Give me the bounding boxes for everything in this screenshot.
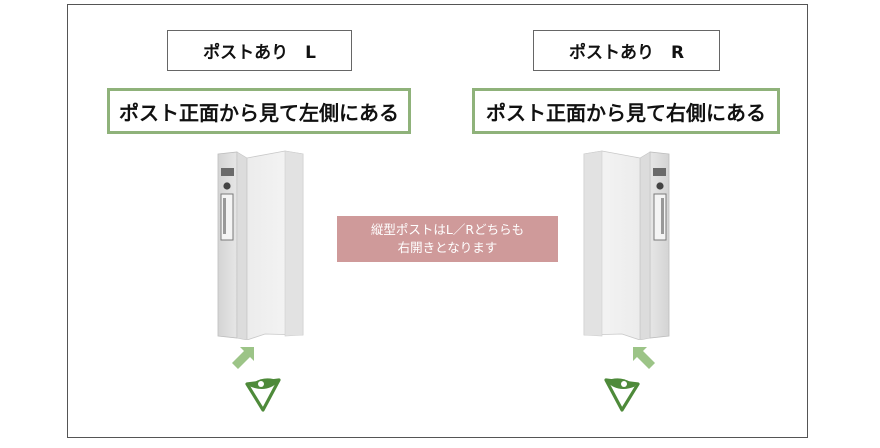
- up-right-arrow-icon: [232, 347, 254, 369]
- note-line-1: 縦型ポストはL／Rどちらも: [370, 222, 525, 237]
- eye-icon: [245, 378, 281, 412]
- left-subtitle-box: ポスト正面から見て左側にある: [107, 88, 411, 134]
- note-box: 縦型ポストはL／Rどちらも 右開きとなります: [337, 216, 558, 262]
- eye-icon: [604, 378, 640, 412]
- diagram-frame: [67, 4, 808, 438]
- left-title-box: ポストあり L: [167, 30, 352, 71]
- right-subtitle-box: ポスト正面から見て右側にある: [472, 88, 780, 134]
- left-title: ポストあり L: [203, 43, 316, 63]
- right-title: ポストあり R: [568, 43, 685, 63]
- right-subtitle: ポスト正面から見て右側にある: [486, 100, 766, 125]
- left-post-illustration: [217, 150, 304, 340]
- right-title-box: ポストあり R: [533, 30, 720, 71]
- right-post-illustration: [583, 150, 670, 340]
- up-left-arrow-icon: [633, 347, 655, 369]
- note-line-2: 右開きとなります: [397, 240, 498, 255]
- left-subtitle: ポスト正面から見て左側にある: [119, 100, 399, 125]
